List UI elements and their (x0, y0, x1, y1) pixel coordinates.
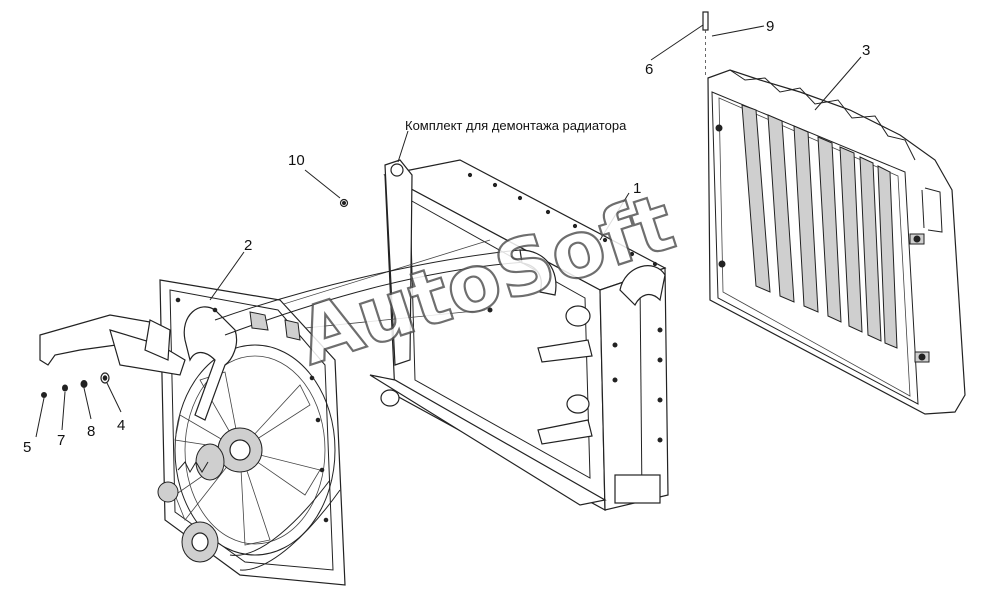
removal-kit-label: Комплект для демонтажа радиатора (405, 118, 627, 133)
louver-shroud (707, 69, 966, 415)
callout-1: 1 (633, 180, 641, 197)
fan-shroud-assembly (39, 249, 557, 586)
callout-4: 4 (117, 417, 125, 434)
callout-5: 5 (23, 439, 31, 456)
callout-8: 8 (87, 423, 95, 440)
callout-6: 6 (645, 61, 653, 78)
callout-9: 9 (766, 18, 774, 35)
callout-10: 10 (288, 152, 305, 169)
callout-7: 7 (57, 432, 65, 449)
fastener-nut-8 (80, 380, 88, 388)
fastener-bolt-5 (41, 392, 47, 398)
shroud-latch-upper (909, 233, 925, 245)
pulley (157, 481, 219, 563)
shroud-latch-lower (914, 351, 930, 363)
louver-blades (741, 104, 898, 349)
pin-part-6 (702, 11, 709, 78)
callout-2: 2 (244, 237, 252, 254)
leader-lines (35, 24, 862, 438)
callout-3: 3 (862, 42, 870, 59)
fastener-bolt-10 (339, 198, 349, 208)
fastener-washer-4 (100, 372, 110, 384)
radiator-core (369, 159, 669, 512)
fastener-washer-7 (62, 384, 68, 392)
